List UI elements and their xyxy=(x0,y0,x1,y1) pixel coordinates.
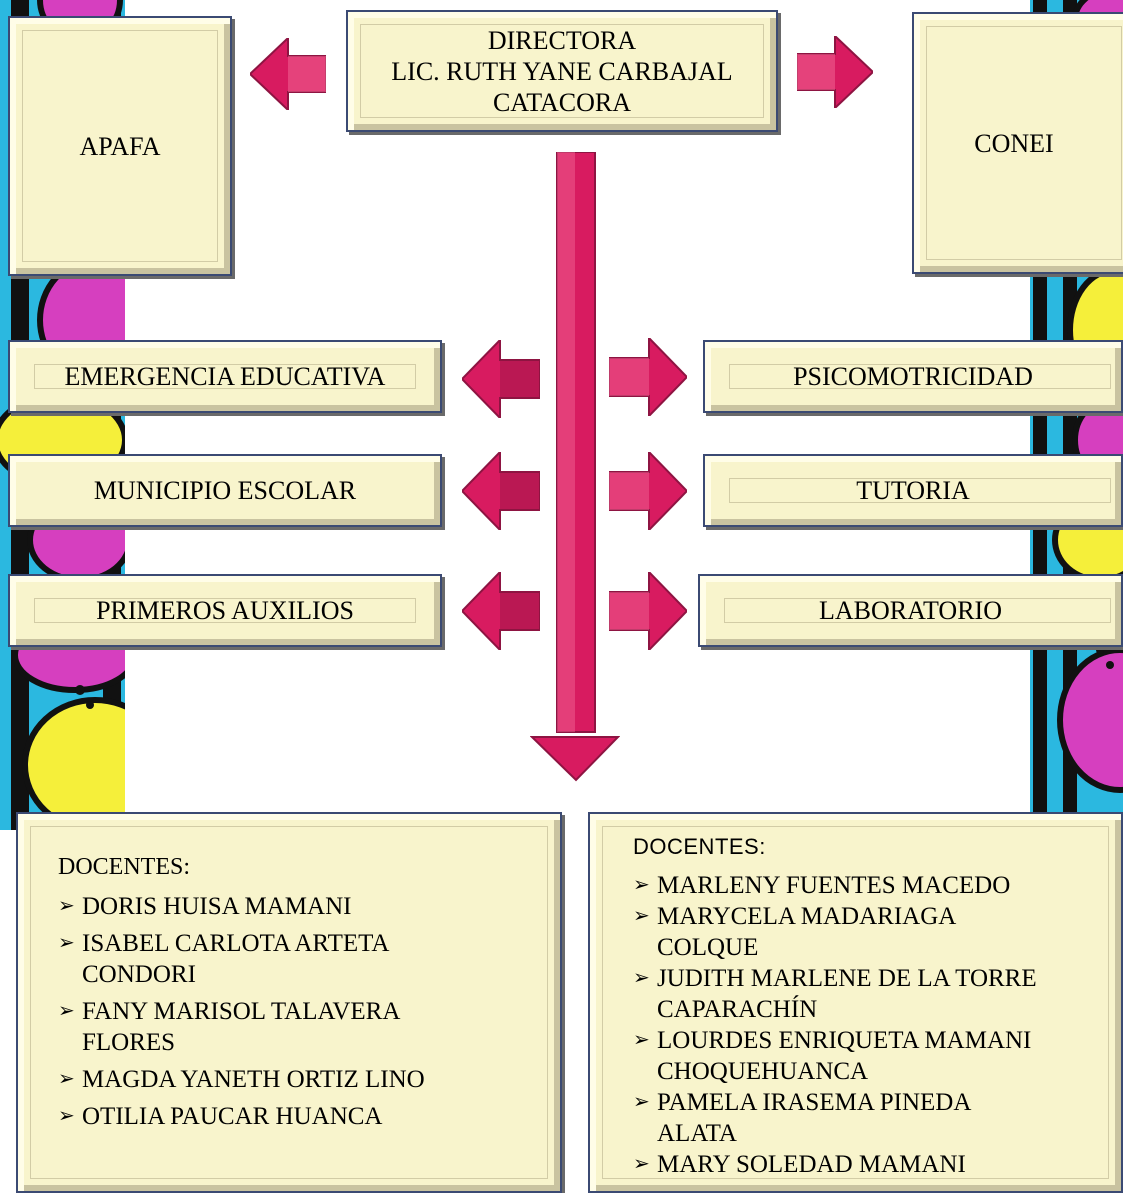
bullet-arrow-icon: ➢ xyxy=(633,874,650,896)
committee-label: MUNICIPIO ESCOLAR xyxy=(93,476,357,505)
committee-label: PRIMEROS AUXILIOS xyxy=(96,596,354,625)
bullet-arrow-icon: ➢ xyxy=(58,1000,75,1022)
list-item: ➢DORIS HUISA MAMANI xyxy=(58,893,352,920)
committee-laboratorio: LABORATORIO xyxy=(698,574,1123,647)
bullet-arrow-icon: ➢ xyxy=(58,895,75,917)
conei-label: CONEI xyxy=(974,128,1054,158)
arrow-left-to-emergencia xyxy=(462,340,540,418)
arrow-right-to-psicomotricidad xyxy=(609,338,687,416)
director-box: DIRECTORA LIC. RUTH YANE CARBAJAL CATACO… xyxy=(346,10,778,132)
list-item: ➢MARY SOLEDAD MAMANI xyxy=(633,1151,966,1178)
bullet-arrow-icon: ➢ xyxy=(633,1029,650,1051)
committee-label: LABORATORIO xyxy=(819,596,1002,625)
committee-label: TUTORIA xyxy=(856,476,970,505)
arrow-right-to-tutoria xyxy=(609,452,687,530)
director-name: LIC. RUTH YANE CARBAJAL xyxy=(391,56,733,86)
bullet-arrow-icon: ➢ xyxy=(58,1105,75,1127)
right-teachers-panel: DOCENTES: ➢MARLENY FUENTES MACEDO ➢MARYC… xyxy=(588,812,1123,1193)
arrow-left-to-municipio xyxy=(462,452,540,530)
committee-primeros-auxilios: PRIMEROS AUXILIOS xyxy=(8,574,442,647)
committee-municipio-escolar: MUNICIPIO ESCOLAR xyxy=(8,454,442,527)
director-surname: CATACORA xyxy=(492,87,632,117)
left-teachers-panel: DOCENTES: ➢DORIS HUISA MAMANI ➢ISABEL CA… xyxy=(16,812,562,1193)
apafa-box: APAFA xyxy=(8,16,232,276)
bullet-arrow-icon: ➢ xyxy=(633,905,650,927)
arrow-left-to-apafa xyxy=(250,38,326,110)
arrow-left-to-primeros-auxilios xyxy=(462,572,540,650)
right-teacher-list: ➢MARLENY FUENTES MACEDO ➢MARYCELA MADARI… xyxy=(633,870,1111,1180)
director-title: DIRECTORA xyxy=(487,25,637,55)
committee-label: EMERGENCIA EDUCATIVA xyxy=(64,362,386,391)
director-inner-frame xyxy=(360,24,764,118)
bullet-arrow-icon: ➢ xyxy=(58,1068,75,1090)
bullet-arrow-icon: ➢ xyxy=(633,1091,650,1113)
arrow-right-to-laboratorio xyxy=(609,572,687,650)
conei-box: CONEI xyxy=(912,12,1123,274)
committee-label: PSICOMOTRICIDAD xyxy=(793,362,1033,391)
bullet-arrow-icon: ➢ xyxy=(633,1153,650,1175)
bullet-arrow-icon: ➢ xyxy=(633,967,650,989)
apafa-label: APAFA xyxy=(79,131,161,161)
right-panel-title: DOCENTES: xyxy=(633,834,766,859)
list-item: ➢MAGDA YANETH ORTIZ LINO xyxy=(58,1066,425,1093)
left-panel-title: DOCENTES: xyxy=(58,854,190,880)
left-teacher-list: ➢DORIS HUISA MAMANI ➢ISABEL CARLOTA ARTE… xyxy=(58,891,540,1132)
committee-emergencia-educativa: EMERGENCIA EDUCATIVA xyxy=(8,340,442,413)
list-item: ➢OTILIA PAUCAR HUANCA xyxy=(58,1103,383,1130)
bullet-arrow-icon: ➢ xyxy=(58,932,75,954)
arrow-right-to-conei xyxy=(797,36,873,108)
committee-psicomotricidad: PSICOMOTRICIDAD xyxy=(703,340,1123,413)
arrow-down-main xyxy=(530,152,620,782)
list-item: ➢MARLENY FUENTES MACEDO xyxy=(633,872,1011,899)
committee-tutoria: TUTORIA xyxy=(703,454,1123,527)
